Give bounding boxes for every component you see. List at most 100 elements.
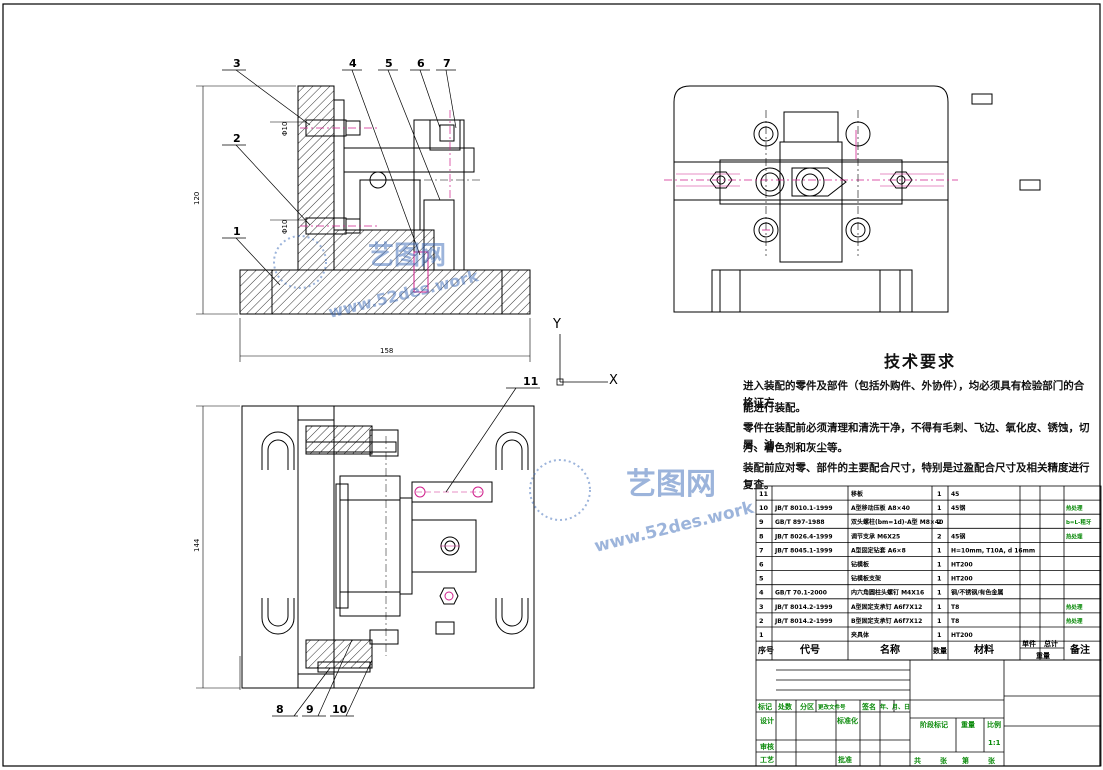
bom-cell-material: HT200: [951, 632, 973, 639]
tb-stage-mark: 阶段标记: [920, 720, 948, 729]
top-view: [196, 387, 540, 717]
tb-weight: 重量: [961, 720, 975, 729]
bom-cell-note: b=L-粗牙: [1066, 518, 1092, 526]
dim-diameter-lower: Φ10: [281, 220, 289, 234]
tech-requirements-title: 技术要求: [884, 352, 957, 371]
balloon-4: 4: [349, 57, 357, 70]
bom-cell-material: HT200: [951, 562, 973, 569]
bom-cell-qty: 1: [937, 603, 942, 611]
bom-cell-code: GB/T 897-1988: [775, 519, 825, 526]
bom-cell-code: JB/T 8010.1-1999: [774, 505, 833, 512]
bom-cell-note: 热处理: [1066, 617, 1083, 625]
dim-width-front: 158: [380, 347, 393, 355]
bom-cell-name: 双头螺柱(bm=1d)-A型 M8×40: [851, 518, 943, 526]
tb-review: 审核: [760, 742, 774, 751]
tb-count: 处数: [777, 702, 793, 711]
bom-cell-name: 夹具体: [851, 631, 870, 639]
bom-cell-material: 钢/不锈钢/有色金属: [951, 589, 1003, 597]
axis-y-label: Y: [552, 317, 561, 332]
bom-table-lines: [755, 485, 1102, 661]
bom-header-weight: 重量: [1036, 651, 1050, 660]
sheet-border: [2, 3, 1101, 767]
bom-cell-no: 5: [759, 575, 764, 583]
balloon-2: 2: [233, 132, 241, 145]
bom-cell-qty: 1: [937, 504, 942, 512]
balloon-9: 9: [306, 703, 314, 716]
tb-sheet-no: 第: [962, 756, 969, 765]
bom-cell-name: B型固定支承钉 A6f7X12: [851, 617, 922, 625]
tech-requirement-line-3: 零件在装配前必须清理和清洗干净，不得有毛刺、飞边、氧化皮、锈蚀，切屑、油: [743, 422, 1090, 451]
balloon-8: 8: [276, 703, 284, 716]
tb-approve: 批准: [838, 755, 852, 764]
bom-cell-material: H=10mm, T10A, d 16mm: [951, 547, 1035, 554]
bom-cell-code: JB/T 8014.2-1999: [774, 604, 833, 611]
bom-cell-qty: 1: [937, 575, 942, 583]
bom-cell-name: 内六角圆柱头螺钉 M4X16: [851, 589, 924, 597]
watermark-brand-right: 艺图网: [626, 467, 716, 502]
bom-cell-no: 3: [759, 603, 764, 611]
bom-cell-qty: 1: [937, 561, 942, 569]
tb-total-sheets-unit: 张: [940, 756, 948, 765]
balloon-3: 3: [233, 57, 241, 70]
tb-sign: 签名: [861, 702, 876, 711]
tb-design: 设计: [760, 716, 774, 725]
bom-cell-material: 45钢: [951, 504, 965, 512]
bom-cell-name: 钻模板支架: [851, 575, 881, 583]
bom-cell-name: 钻模板: [851, 561, 870, 569]
axis-x-label: X: [609, 373, 618, 388]
tb-sheet-no-unit: 张: [988, 756, 996, 765]
tb-date: 年、月、日: [880, 703, 910, 711]
bom-cell-no: 9: [759, 518, 764, 526]
tech-requirement-line-5: 装配前应对零、部件的主要配合尺寸，特别是过盈配合尺寸及相关精度进行复查。: [743, 462, 1090, 491]
watermark-brand-left: 艺图网: [368, 241, 446, 271]
bom-cell-qty: 1: [937, 546, 942, 554]
bom-header-single: 单件: [1022, 639, 1036, 648]
title-block-lines: [755, 659, 1102, 767]
front-view-labels: 3 2 1 4 5 6 7: [233, 57, 451, 238]
tech-requirement-line-1: 进入装配的零件及部件（包括外购件、外协件），均必须具有检验部门的合格证方: [743, 380, 1085, 409]
bom-cell-material: T8: [951, 618, 959, 625]
dim-height-top: 144: [193, 538, 201, 552]
bom-header-material: 材料: [974, 643, 994, 656]
bom-cell-note: 热处理: [1066, 504, 1083, 512]
bom-header-total: 总计: [1044, 639, 1058, 648]
bom-header-name: 名称: [880, 643, 900, 656]
tb-change-doc: 更改文件号: [818, 703, 846, 711]
balloon-1: 1: [233, 225, 241, 238]
side-view: [664, 85, 1041, 313]
bom-cell-qty: 2: [937, 518, 942, 526]
watermark-url-right: www.52des.work: [592, 498, 756, 557]
tech-requirement-line-2: 能进行装配。: [743, 402, 806, 414]
bom-cell-no: 8: [759, 532, 764, 540]
bom-cell-no: 11: [759, 490, 769, 498]
tb-scale: 比例: [987, 720, 1001, 729]
bom-cell-note: 热处理: [1066, 603, 1083, 611]
bom-cell-code: JB/T 8014.2-1999: [774, 618, 833, 625]
dim-height-front: 120: [193, 192, 201, 205]
bom-cell-no: 1: [759, 631, 764, 639]
bom-cell-code: JB/T 8026.4-1999: [774, 533, 833, 540]
bom-cell-name: 移板: [851, 490, 864, 498]
bom-cell-qty: 2: [937, 532, 942, 540]
tb-mark: 标记: [757, 702, 772, 711]
bom-cell-material: T8: [951, 604, 959, 611]
bom-cell-no: 10: [759, 504, 769, 512]
bom-cell-material: 45: [951, 491, 959, 498]
bom-cell-no: 4: [759, 589, 764, 597]
bom-header-note: 备注: [1069, 643, 1090, 656]
bom-cell-name: A型固定钻套 A6×8: [851, 546, 906, 554]
tech-requirement-line-4: 污、着色剂和灰尘等。: [743, 442, 848, 454]
dim-diameter-upper: Φ10: [281, 122, 289, 136]
bom-cell-note: 热处理: [1066, 532, 1083, 540]
bom-header-code: 代号: [799, 643, 820, 656]
bom-cell-qty: 1: [937, 589, 942, 597]
balloon-6: 6: [417, 57, 425, 70]
bom-cell-code: GB/T 70.1-2000: [775, 590, 827, 597]
tb-scale-value: 1:1: [988, 739, 1001, 747]
bom-cell-material: 45钢: [951, 532, 965, 540]
balloon-10: 10: [332, 703, 348, 716]
bom-cell-qty: 1: [937, 490, 942, 498]
bom-cell-qty: 1: [937, 631, 942, 639]
tb-zone: 分区: [800, 702, 814, 711]
